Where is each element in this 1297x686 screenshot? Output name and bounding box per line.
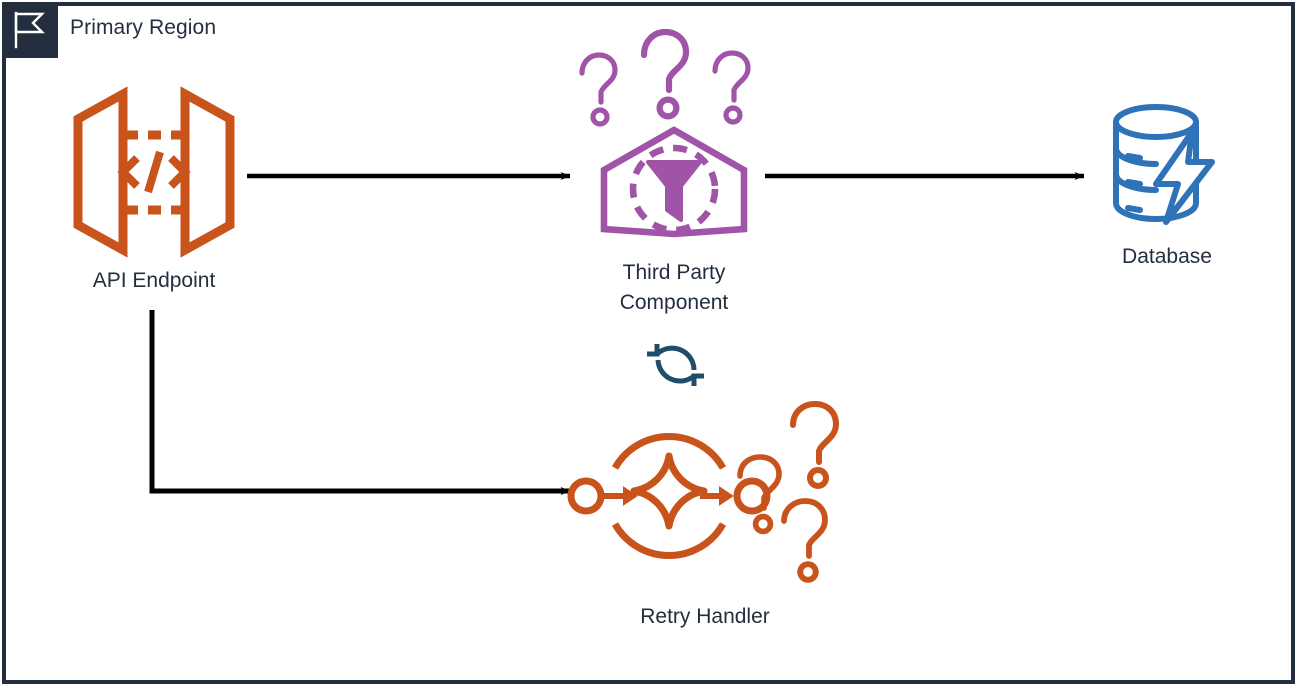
hexagon-outline: [600, 126, 748, 238]
region-flag-badge: [2, 2, 58, 58]
star-burst-icon: [630, 452, 708, 530]
code-brackets-icon: [117, 150, 191, 194]
retry-handler-icon-wrapper: [540, 400, 870, 590]
node-api-endpoint[interactable]: API Endpoint: [28, 86, 280, 296]
api-gateway-icon: [73, 86, 235, 258]
node-label-third-party-component: Third Party Component: [619, 261, 729, 315]
node-label-retry-handler: Retry Handler: [640, 605, 770, 628]
refresh-loop-icon-wrapper: [639, 338, 713, 392]
lightning-bolt-icon: [1153, 129, 1215, 225]
question-marks-icon: [737, 401, 839, 583]
database-icon-wrapper: [1092, 96, 1242, 232]
node-database[interactable]: Database: [1050, 96, 1284, 272]
funnel-icon: [646, 160, 702, 222]
flag-icon: [14, 11, 45, 49]
node-retry-handler[interactable]: Retry Handler: [540, 400, 870, 632]
question-marks-icon: [579, 28, 751, 127]
api-gateway-icon-wrapper: [65, 86, 243, 258]
node-third-party-component[interactable]: Third Party Component: [548, 24, 800, 319]
node-label-api-endpoint: API Endpoint: [92, 269, 216, 292]
third-party-hexagon-filter-icon: [579, 28, 751, 238]
left-endpoint-circle: [567, 477, 605, 515]
database-lightning-icon: [1113, 104, 1215, 225]
node-label-database: Database: [1122, 245, 1212, 268]
region-title: Primary Region: [70, 16, 217, 39]
retry-handler-icon: [567, 401, 839, 583]
dashed-circle: [629, 144, 719, 234]
refresh-loop-icon: [647, 344, 704, 386]
flow-arrows-icon: [604, 486, 734, 506]
third-party-icon-wrapper: [548, 24, 800, 252]
